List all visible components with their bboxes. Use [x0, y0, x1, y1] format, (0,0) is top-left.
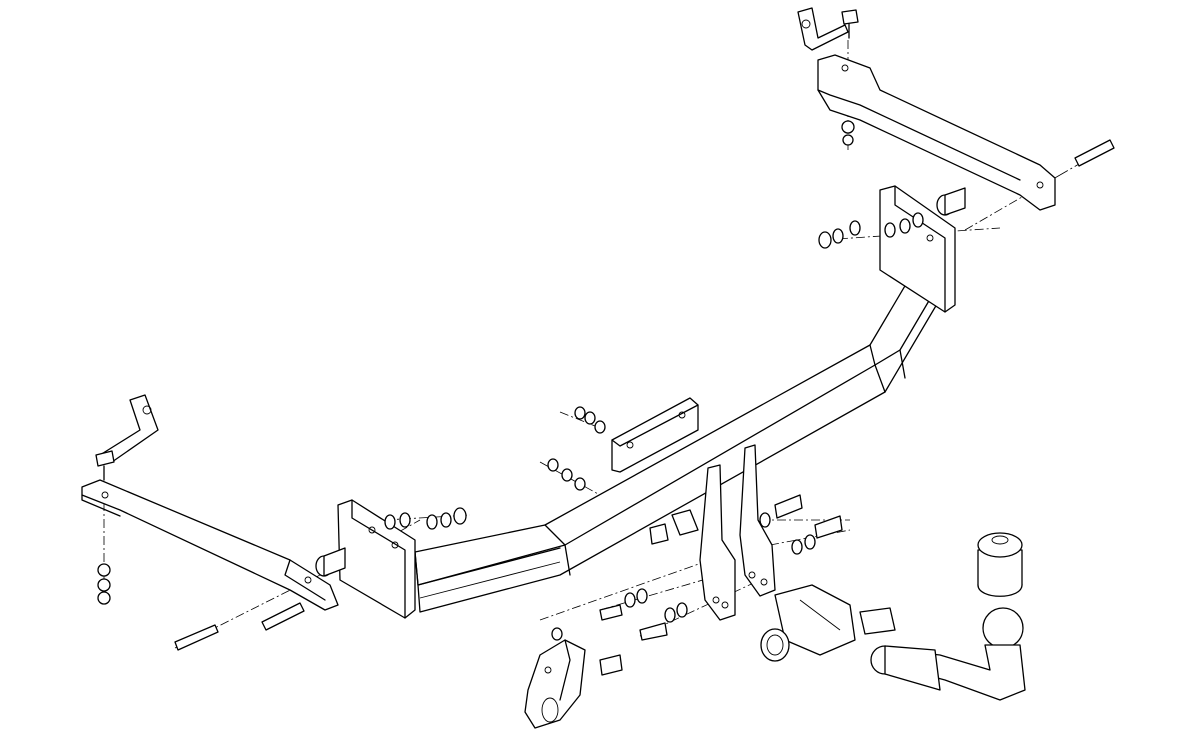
removable-tow-ball-neck: [870, 607, 1026, 701]
left-side-bracket: [81, 394, 339, 611]
right-side-bracket: [797, 7, 1056, 211]
tow-ball-socket-plates: [649, 444, 776, 621]
tow-ball-cover-cap: [977, 532, 1023, 597]
left-end-mount-plate: [337, 499, 416, 619]
wiring-socket-lock: [760, 584, 896, 662]
electrical-socket-bracket: [524, 639, 586, 729]
right-end-mount-plate: [879, 185, 956, 313]
bolts: [174, 139, 1115, 676]
nuts-and-washers: [97, 120, 924, 641]
spacer-tubes: [315, 187, 966, 577]
center-mount-plate: [611, 397, 699, 473]
